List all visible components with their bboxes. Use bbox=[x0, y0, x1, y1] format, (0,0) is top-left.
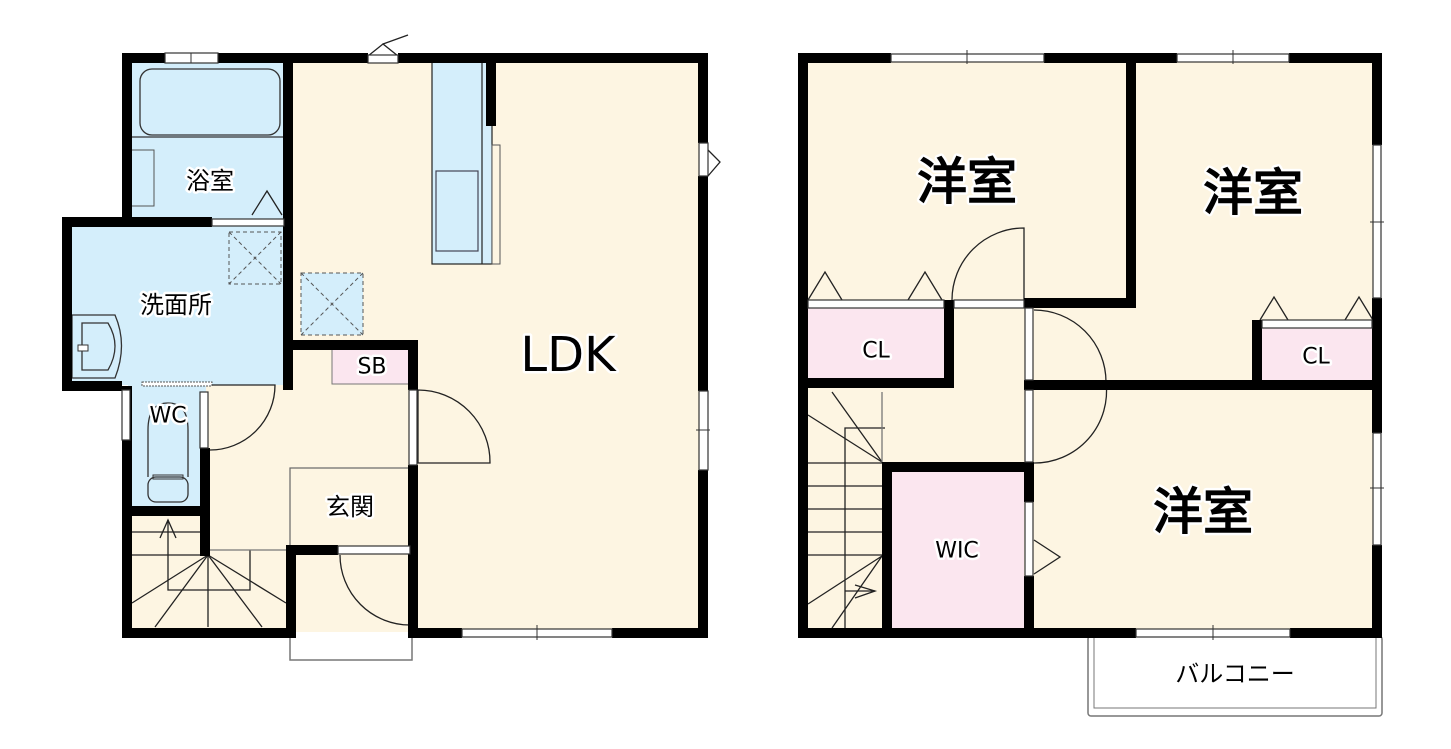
closet1-floor bbox=[808, 308, 944, 380]
label-washroom: 洗面所 bbox=[140, 291, 212, 319]
door-swings-2 bbox=[951, 227, 1108, 464]
closet2-floor bbox=[1259, 328, 1372, 380]
bathtub-icon bbox=[139, 68, 281, 136]
label-bath: 浴室 bbox=[186, 167, 234, 195]
label-sb: SB bbox=[357, 355, 386, 380]
label-western-room-2: 洋室 bbox=[1203, 164, 1303, 222]
washer-space-icon bbox=[228, 231, 282, 285]
staircase-1 bbox=[131, 518, 287, 628]
label-western-room-3: 洋室 bbox=[1153, 483, 1253, 541]
label-wic: WIC bbox=[935, 539, 979, 564]
staircase-2 bbox=[807, 391, 885, 629]
stove-icon bbox=[435, 170, 479, 252]
label-ldk: LDK bbox=[520, 327, 617, 383]
label-balcony: バルコニー bbox=[1175, 660, 1295, 688]
label-entrance: 玄関 bbox=[326, 493, 374, 521]
label-western-room-1: 洋室 bbox=[917, 153, 1017, 211]
up-arrow-icon bbox=[159, 518, 177, 539]
floor-2: 洋室 洋室 洋室 CL CL WIC バルコニー bbox=[798, 50, 1384, 717]
washbasin-icon bbox=[71, 314, 123, 379]
label-wc: WC bbox=[149, 404, 186, 429]
fridge-space-icon bbox=[300, 272, 364, 336]
closet-door-marks bbox=[807, 270, 1374, 575]
label-closet-2: CL bbox=[1302, 345, 1330, 370]
label-closet-1: CL bbox=[862, 339, 890, 364]
floor-1: 浴室 洗面所 WC SB 玄関 LDK bbox=[62, 34, 721, 661]
wic-floor bbox=[890, 472, 1024, 630]
toilet-icon bbox=[147, 402, 189, 503]
